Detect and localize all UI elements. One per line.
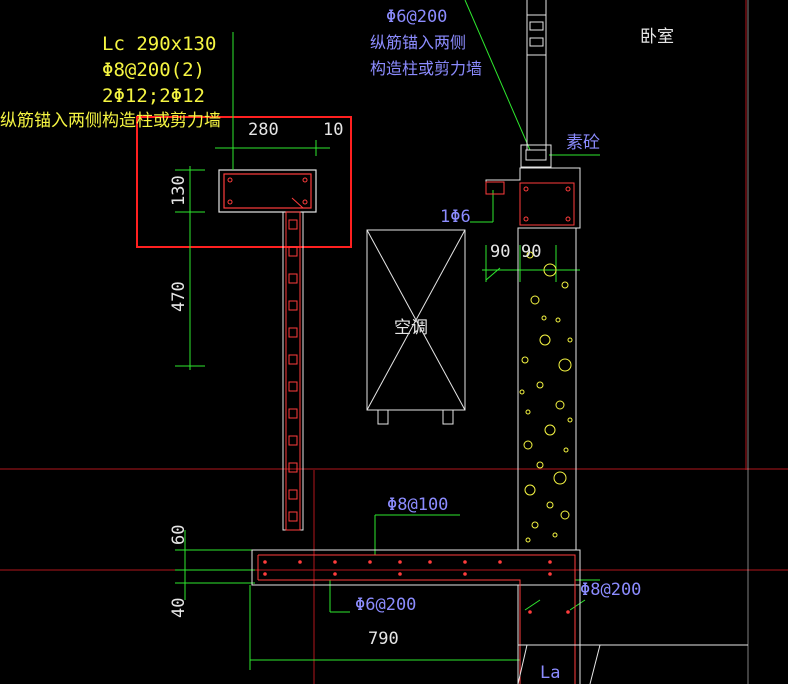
label-plain-concrete: 素砼 [566, 133, 600, 153]
label-anchor-note-right-2: 构造柱或剪力墙 [370, 59, 482, 78]
label-anchorage: La [540, 663, 560, 683]
dim-10: 10 [323, 120, 343, 140]
hanging-wall [282, 211, 304, 531]
label-anchor-note-right-1: 纵筋锚入两侧 [370, 33, 466, 52]
label-main-bars: 2Φ12;2Φ12 [102, 85, 205, 107]
label-stirrup: Φ8@200(2) [102, 59, 205, 81]
annotations: Lc 290x130 Φ8@200(2) 2Φ12;2Φ12 纵筋锚入两侧构造柱… [0, 7, 674, 683]
label-anchor-note-left: 纵筋锚入两侧构造柱或剪力墙 [0, 111, 221, 131]
label-beam-code: Lc 290x130 [102, 33, 216, 55]
dim-470: 470 [169, 281, 189, 312]
label-ac-unit: 空调 [394, 318, 428, 338]
dim-90-b: 90 [521, 242, 541, 262]
label-bedroom: 卧室 [640, 27, 674, 47]
dim-60: 60 [169, 525, 189, 545]
window-frame [520, 0, 552, 168]
cantilever-slab [251, 0, 749, 684]
label-slab-top-bar: Φ8@100 [387, 495, 448, 515]
label-1phi6: 1Φ6 [440, 207, 471, 227]
dim-280: 280 [248, 120, 279, 140]
dim-40: 40 [169, 598, 189, 618]
label-wall-bar: Φ8@200 [580, 580, 641, 600]
dim-130: 130 [169, 175, 189, 206]
beam-section [218, 169, 317, 213]
dim-90-a: 90 [490, 242, 510, 262]
label-slab-bottom-bar: Φ6@200 [355, 595, 416, 615]
concrete-wall [485, 167, 581, 551]
highlight-box [136, 116, 352, 248]
ac-unit [366, 229, 466, 425]
label-top-bar: Φ6@200 [386, 7, 447, 27]
dim-790: 790 [368, 629, 399, 649]
